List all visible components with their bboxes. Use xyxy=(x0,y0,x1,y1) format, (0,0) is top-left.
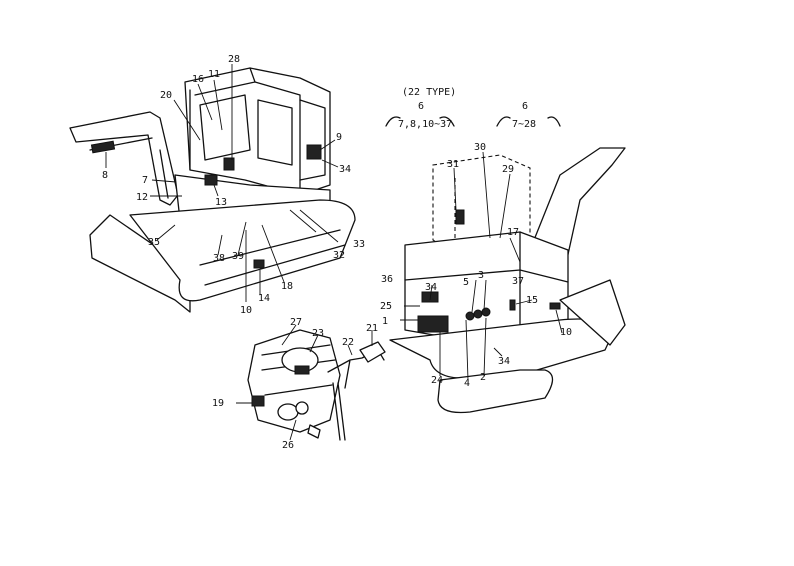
right-group-number: 6 xyxy=(522,101,528,112)
decal-10 xyxy=(549,302,561,310)
part-3: 3 xyxy=(478,270,484,281)
part-30: 30 xyxy=(474,142,486,153)
part-37: 37 xyxy=(512,276,524,287)
right-part-labels: 31 30 29 17 37 36 34 3 5 25 1 15 10 24 4… xyxy=(380,142,572,389)
decal-13 xyxy=(204,174,218,186)
left-leaders xyxy=(105,64,339,302)
engine-leaders xyxy=(236,324,373,441)
part-11: 11 xyxy=(208,69,220,80)
right-blade xyxy=(559,279,626,346)
part-21: 21 xyxy=(366,323,378,334)
part-13: 13 xyxy=(215,197,227,208)
type-notes: (22 TYPE) 6 7,8,10~37 6 7~28 xyxy=(385,87,561,130)
part-29: 29 xyxy=(502,164,514,175)
decal-31 xyxy=(455,209,465,225)
engine-strap xyxy=(332,382,346,441)
decal-14 xyxy=(253,259,265,269)
left-group-number: 6 xyxy=(418,101,424,112)
part-22: 22 xyxy=(342,337,354,348)
part-32: 32 xyxy=(333,250,345,261)
part-28: 28 xyxy=(228,54,240,65)
decal-3 xyxy=(473,309,483,319)
decal-19 xyxy=(251,395,265,407)
part-1: 1 xyxy=(382,316,388,327)
decal-1 xyxy=(417,315,449,333)
left-group-brace xyxy=(385,116,455,127)
part-18: 18 xyxy=(281,281,293,292)
part-8: 8 xyxy=(102,170,108,181)
engine-drawing xyxy=(236,324,386,441)
track-treads xyxy=(199,229,346,286)
cab-windows xyxy=(199,94,293,166)
right-track-lower xyxy=(437,369,554,414)
part-15: 15 xyxy=(526,295,538,306)
decal-5 xyxy=(465,311,475,321)
left-part-labels: 28 16 11 20 9 34 8 7 12 13 35 38 39 10 1… xyxy=(102,54,365,316)
part-20: 20 xyxy=(160,90,172,101)
part-34: 34 xyxy=(339,164,351,175)
decal-15 xyxy=(509,299,516,311)
engine-starter xyxy=(277,403,299,421)
cab-edges xyxy=(189,67,301,196)
part-38: 38 xyxy=(213,253,225,264)
left-group-range: 7,8,10~37 xyxy=(398,119,452,130)
right-leaders xyxy=(400,151,563,381)
dozer-blade xyxy=(89,214,191,313)
engine-part-labels: 27 23 22 21 19 26 xyxy=(212,317,378,451)
part-16: 16 xyxy=(192,74,204,85)
part-34-a: 34 xyxy=(425,282,437,293)
left-excavator-drawing xyxy=(69,64,356,313)
decal-side xyxy=(306,144,322,160)
decal-23 xyxy=(294,365,310,375)
right-group-range: 7~28 xyxy=(512,119,536,130)
cab-side-window xyxy=(299,99,326,181)
boom-arm xyxy=(69,111,179,206)
right-group-brace xyxy=(496,116,561,127)
part-2: 2 xyxy=(480,372,486,383)
part-35: 35 xyxy=(148,237,160,248)
part-7: 7 xyxy=(142,175,148,186)
part-19: 19 xyxy=(212,398,224,409)
decal-11 xyxy=(223,157,235,171)
track-frame xyxy=(129,199,356,302)
part-5: 5 xyxy=(463,277,469,288)
part-26: 26 xyxy=(282,440,294,451)
part-36: 36 xyxy=(381,274,393,285)
right-excavator-drawing xyxy=(389,147,626,414)
decal-boom xyxy=(90,140,116,154)
decal-21 xyxy=(359,341,386,363)
part-33: 33 xyxy=(353,239,365,250)
part-10-right: 10 xyxy=(560,327,572,338)
part-14: 14 xyxy=(258,293,270,304)
part-24: 24 xyxy=(431,375,443,386)
part-25: 25 xyxy=(380,301,392,312)
part-4: 4 xyxy=(464,378,470,389)
part-39: 39 xyxy=(232,251,244,262)
part-27: 27 xyxy=(290,317,302,328)
part-9: 9 xyxy=(336,132,342,143)
type-note: (22 TYPE) xyxy=(402,87,456,98)
engine-bracket xyxy=(307,424,321,439)
engine-filter xyxy=(295,401,309,415)
part-17: 17 xyxy=(507,227,519,238)
part-23: 23 xyxy=(312,328,324,339)
part-12: 12 xyxy=(136,192,148,203)
decal-2 xyxy=(481,307,491,317)
part-31: 31 xyxy=(447,159,459,170)
part-34-b: 34 xyxy=(498,356,510,367)
part-10: 10 xyxy=(240,305,252,316)
